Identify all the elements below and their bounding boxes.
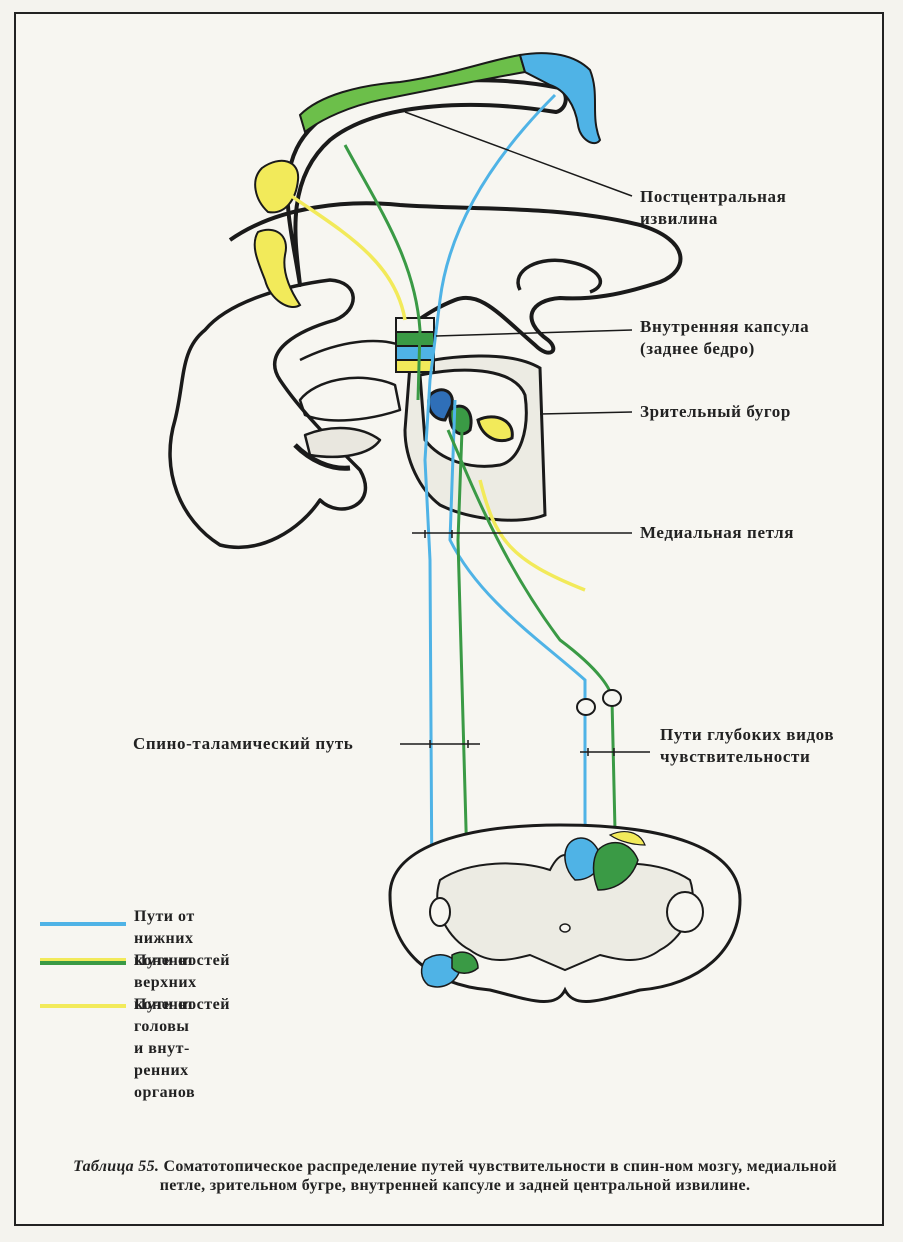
label-spinothalamic-tract: Спино-таламический путь [133, 733, 353, 755]
internal-capsule-block [396, 318, 434, 372]
label-postcentral-gyrus: Постцентральная извилина [640, 186, 786, 230]
label-internal-capsule: Внутренняя капсула (заднее бедро) [640, 316, 809, 360]
label-deep-sensitivity-paths: Пути глубоких видов чувствительности [660, 724, 834, 768]
figure-caption: Таблица 55. Соматотопическое распределен… [50, 1157, 860, 1195]
caption-number: Таблица 55. [73, 1158, 159, 1175]
label-thalamus: Зрительный бугор [640, 401, 791, 423]
label-medial-lemniscus: Медиальная петля [640, 522, 794, 544]
caption-text: Соматотопическое распределение путей чув… [159, 1158, 837, 1194]
spinal-cord-section [390, 825, 740, 1002]
pathway-upper-limbs [345, 145, 615, 900]
legend-text: Пути от головы и внут- ренних органов [134, 994, 195, 1104]
legend-lines [40, 922, 126, 1008]
